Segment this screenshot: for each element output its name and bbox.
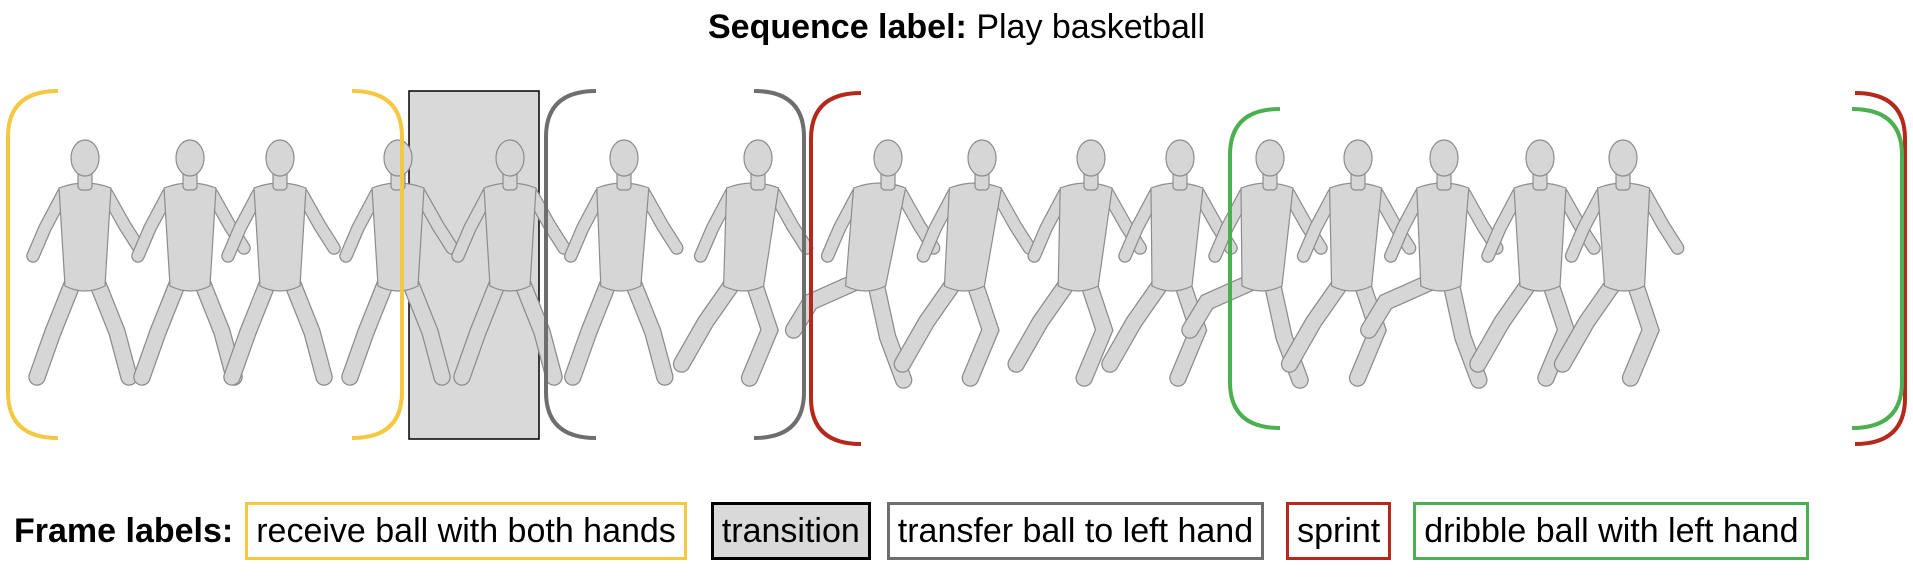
sequence-label: Sequence label: Play basketball: [0, 8, 1913, 47]
body-figure: [221, 139, 341, 386]
sprint-segment-right-bracket: [1854, 91, 1907, 446]
body-figure: [1360, 139, 1504, 389]
legend-chip-receive: receive ball with both hands: [245, 502, 687, 560]
motion-sequence: [6, 89, 1907, 446]
body-figure: [1280, 139, 1417, 387]
receive-segment-right-bracket: [351, 89, 404, 440]
dribble-segment-right-bracket: [1851, 107, 1904, 430]
frame-labels-key: Frame labels:: [14, 511, 234, 550]
body-figure: [672, 139, 814, 387]
body-figure: [1181, 139, 1328, 389]
legend-chip-transition: transition: [710, 502, 871, 560]
body-figure: [564, 139, 684, 386]
sequence-label-value: Play basketball: [976, 8, 1205, 46]
dribble-segment-left-bracket: [1228, 107, 1281, 430]
body-figure: [339, 139, 459, 386]
transfer-segment-left-bracket: [544, 89, 597, 440]
frame-labels-legend: Frame labels: receive ball with both han…: [14, 502, 1810, 560]
receive-segment-left-bracket: [6, 89, 59, 440]
body-figure: [1553, 139, 1685, 387]
sequence-label-key: Sequence label:: [707, 8, 967, 46]
legend-chip-transfer: transfer ball to left hand: [886, 502, 1265, 560]
body-figure: [1469, 139, 1601, 387]
body-figure: [893, 139, 1037, 387]
body-figure: [451, 139, 571, 386]
sprint-segment-left-bracket: [809, 91, 862, 446]
legend-chip-sprint: sprint: [1286, 502, 1392, 560]
body-figure: [1007, 139, 1147, 387]
legend-chip-dribble: dribble ball with left hand: [1413, 502, 1810, 560]
transfer-segment-right-bracket: [753, 89, 806, 440]
body-figure: [26, 139, 146, 386]
